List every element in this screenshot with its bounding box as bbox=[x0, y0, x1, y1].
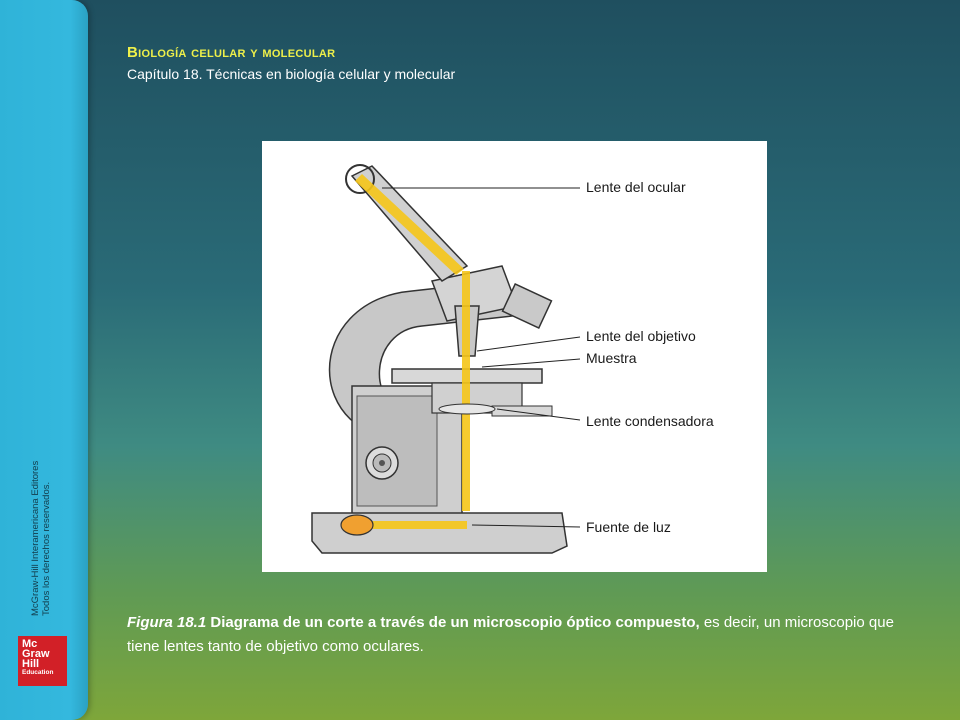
copyright-line-1: McGraw-Hill Interamericana Editores bbox=[30, 460, 41, 616]
light-bulb bbox=[340, 514, 374, 536]
light-beam-base bbox=[347, 521, 467, 529]
page-subtitle: Capítulo 18. Técnicas en biología celula… bbox=[127, 66, 456, 82]
label-ocular: Lente del ocular bbox=[586, 179, 686, 195]
figure-caption: Figura 18.1 Diagrama de un corte a travé… bbox=[127, 611, 897, 659]
publisher-logo: Mc Graw Hill Education bbox=[18, 636, 67, 686]
microscope-diagram bbox=[311, 164, 581, 554]
light-beam-tube bbox=[355, 174, 464, 275]
caption-figure-label: Figura 18.1 bbox=[127, 614, 207, 631]
caption-bold-text: Diagrama de un corte a través de un micr… bbox=[210, 614, 700, 631]
microscope-figure: Lente del ocular Lente del objetivo Mues… bbox=[262, 141, 767, 572]
label-objetivo: Lente del objetivo bbox=[586, 328, 696, 344]
caption-rest-text: es decir, un microscopio que tiene lente… bbox=[127, 614, 894, 655]
label-condensadora: Lente condensadora bbox=[586, 413, 714, 429]
sidebar-strip bbox=[0, 0, 88, 720]
label-fuente: Fuente de luz bbox=[586, 519, 671, 535]
label-muestra: Muestra bbox=[586, 350, 637, 366]
condenser-lens bbox=[438, 403, 496, 415]
copyright-line-2: Todos los derechos reservados. bbox=[41, 481, 52, 616]
light-beam-vertical bbox=[462, 271, 470, 511]
copyright-notice: McGraw-Hill Interamericana Editores Todo… bbox=[30, 376, 52, 616]
eyepiece-lens bbox=[345, 164, 375, 194]
page-title: Biología celular y molecular bbox=[127, 44, 336, 61]
